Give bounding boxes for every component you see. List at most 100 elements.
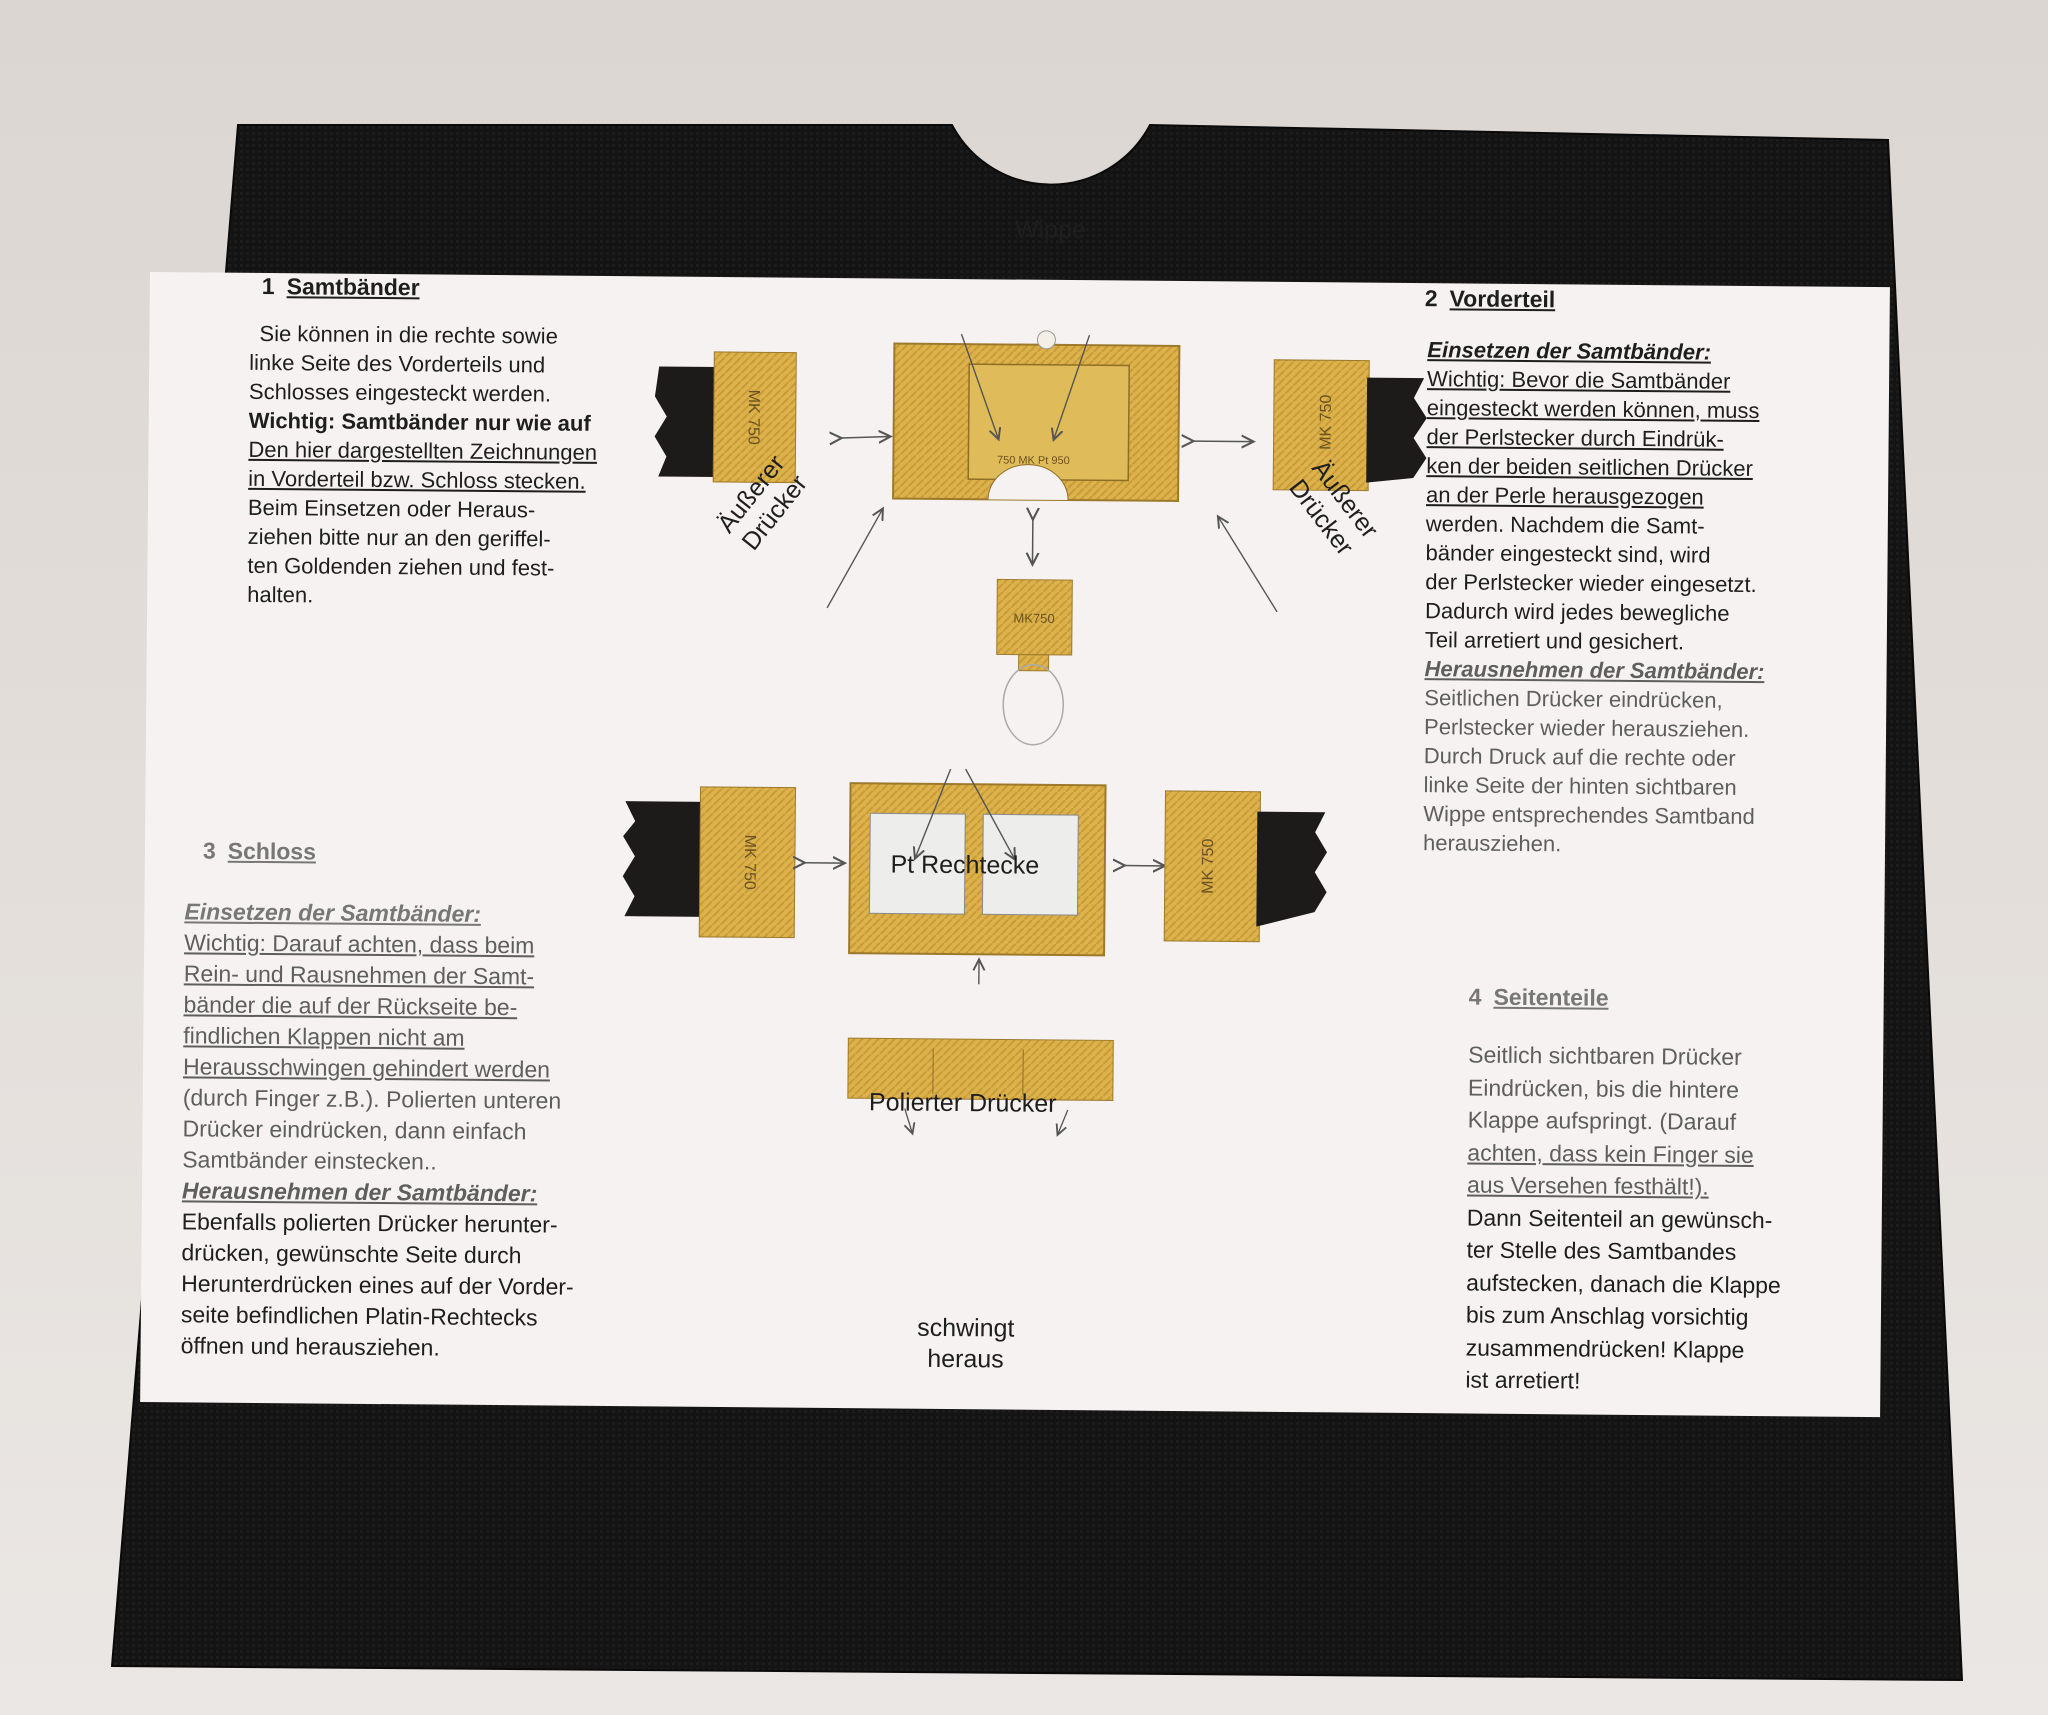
pearl-top xyxy=(1036,330,1056,350)
flap-arrow-right xyxy=(1058,1109,1069,1135)
section4-line: aufstecken, danach die Klappe xyxy=(1466,1269,1781,1298)
section4-title: Seitenteile xyxy=(1493,983,1609,1011)
label-wippe: Wippe xyxy=(1014,215,1086,245)
jewelry-diagrams: MK 750 750 MK Pt 950 MK 750 MK750 MK 750 xyxy=(622,330,1427,1417)
section2-text: Einsetzen der Samtbänder: Wichtig: Bevor… xyxy=(1423,335,1767,860)
velvet-band-left-bottom xyxy=(622,801,706,917)
section3-line: findlichen Klappen nicht am xyxy=(183,1022,465,1051)
section3-line: Wichtig: Darauf achten, dass beim xyxy=(184,929,535,959)
section2-line: Dadurch wird jedes bewegliche xyxy=(1424,598,1730,626)
section1-heading: 1 Samtbänder xyxy=(262,273,420,301)
section3-line: Herausschwingen gehindert werden xyxy=(182,1053,551,1083)
section4-heading: 4 Seitenteile xyxy=(1469,984,1609,1012)
section2-line: Seitlichen Drücker eindrücken, xyxy=(1424,685,1723,713)
section2-line: an der Perle herausgezogen xyxy=(1425,482,1704,510)
section1-line: in Vorderteil bzw. Schloss stecken. xyxy=(248,465,586,494)
section3-line: seite befindlichen Platin-Rechtecks xyxy=(180,1301,538,1331)
section1-number: 1 xyxy=(261,272,275,300)
section1-title: Samtbänder xyxy=(286,273,420,301)
mk-label-small: MK750 xyxy=(1013,611,1054,626)
outer-pusher-arrow-left xyxy=(826,508,883,609)
section4-line: Seitlich sichtbaren Drücker xyxy=(1468,1041,1742,1070)
small-gold-connector xyxy=(1018,654,1050,672)
section4-line: aus Versehen festhält!). xyxy=(1466,1171,1709,1200)
velvet-band-right-bottom xyxy=(1256,811,1327,927)
velvet-band-left-top xyxy=(654,366,718,477)
section2-line: herausziehen. xyxy=(1422,830,1562,857)
section1-line: ziehen bitte nur an den geriffel- xyxy=(247,523,551,552)
section3-line: Samtbänder einstecken.. xyxy=(182,1146,437,1175)
section3-line: (durch Finger z.B.). Polierten unteren xyxy=(182,1084,562,1114)
velvet-band-right-top xyxy=(1366,377,1427,483)
mk-label-left-top: MK 750 xyxy=(745,390,762,445)
section1-line: Sie können in die rechte sowie xyxy=(259,320,558,349)
section1-line: halten. xyxy=(247,581,314,608)
platinum-rect-left xyxy=(868,812,966,915)
section2-line: Teil arretiert und gesichert. xyxy=(1424,627,1685,655)
section4-line: ist arretiert! xyxy=(1465,1366,1581,1394)
section2-line: werden. Nachdem die Samt- xyxy=(1425,511,1705,539)
section3-line: bänder die auf der Rückseite be- xyxy=(183,991,518,1021)
section4-line: Dann Seitenteil an gewünsch- xyxy=(1466,1204,1773,1233)
section3-line: Rein- und Rausnehmen der Samt- xyxy=(183,960,535,990)
section2-line: Wichtig: Bevor die Samtbänder xyxy=(1427,366,1731,394)
section4-line: ter Stelle des Samtbandes xyxy=(1466,1236,1737,1265)
flap-arrow-left xyxy=(905,1108,913,1134)
mk-label-left-bottom: MK 750 xyxy=(741,835,758,890)
section2-line: Durch Druck auf die rechte oder xyxy=(1423,743,1736,771)
section3-line: öffnen und herausziehen. xyxy=(180,1332,440,1361)
section4-line: bis zum Anschlag vorsichtig xyxy=(1465,1301,1749,1330)
section2-heading: 2 Vorderteil xyxy=(1425,285,1556,313)
front-notch xyxy=(987,464,1069,501)
section2-line: linke Seite der hinten sichtbaren xyxy=(1423,772,1737,800)
section1-line: linke Seite des Vorderteils und xyxy=(249,349,546,378)
label-swings-out: schwingt heraus xyxy=(880,1312,1051,1375)
pearl-outline xyxy=(1002,663,1065,746)
section2-line: der Perlstecker durch Eindrük- xyxy=(1426,424,1724,452)
section3-line: Ebenfalls polierten Drücker herunter- xyxy=(181,1208,558,1238)
instruction-sheet: MK 750 750 MK Pt 950 MK 750 MK750 MK 750 xyxy=(140,216,1890,1418)
section4-line: Eindrücken, bis die hintere xyxy=(1467,1074,1740,1103)
section2-subtitle-remove: Herausnehmen der Samtbänder: xyxy=(1424,656,1765,685)
section1-line: Den hier dargestellten Zeichnungen xyxy=(248,436,598,465)
gold-end-left-top xyxy=(712,351,797,484)
section4-number: 4 xyxy=(1468,983,1482,1010)
section3-title: Schloss xyxy=(227,837,317,865)
section2-line: der Perlstecker wieder eingesetzt. xyxy=(1425,569,1757,598)
mk-label-right-top: MK 750 xyxy=(1317,395,1334,450)
label-pt-rectangles: Pt Rechtecke xyxy=(890,850,1040,880)
section4-line: Klappe aufspringt. (Darauf xyxy=(1467,1106,1737,1135)
section3-heading: 3 Schloss xyxy=(203,837,316,865)
section3-text: Einsetzen der Samtbänder: Wichtig: Darau… xyxy=(180,896,577,1364)
platinum-rect-right xyxy=(981,813,1079,916)
section3-line: Herunterdrücken eines auf der Vorder- xyxy=(181,1270,574,1300)
section1-line: Schlosses eingesteckt werden. xyxy=(248,378,552,407)
section2-line: ken der beiden seitlichen Drücker xyxy=(1426,453,1753,481)
section4-line: zusammendrücken! Klappe xyxy=(1465,1334,1745,1363)
section3-number: 3 xyxy=(202,837,216,864)
flap-piece xyxy=(847,1037,1114,1101)
section3-line: Drücker eindrücken, dann einfach xyxy=(182,1115,527,1145)
wippe-arrow-left xyxy=(960,333,1000,439)
section4-line: achten, dass kein Finger sie xyxy=(1467,1139,1754,1168)
double-arrow-right-top xyxy=(1194,441,1254,442)
mk-label-right-bottom: MK 750 xyxy=(1200,839,1217,894)
section2-line: eingesteckt werden können, muss xyxy=(1426,395,1760,424)
section2-line: Wippe entsprechendes Samtband xyxy=(1423,801,1755,830)
section2-number: 2 xyxy=(1424,285,1438,312)
label-polished-pusher: Polierter Drücker xyxy=(868,1088,1057,1118)
section3-subtitle-remove: Herausnehmen der Samtbänder: xyxy=(181,1177,538,1207)
outer-pusher-arrow-right xyxy=(1217,516,1278,613)
label-swings-out-1: schwingt xyxy=(917,1313,1015,1343)
section2-line: bänder eingesteckt sind, wird xyxy=(1425,540,1711,568)
section4-text: Seitlich sichtbaren Drücker Eindrücken, … xyxy=(1465,1039,1783,1399)
wippe-arrow-right xyxy=(1054,334,1091,440)
front-stamp-text: 750 MK Pt 950 xyxy=(997,454,1070,467)
section1-text: Sie können in die rechte sowie linke Sei… xyxy=(247,319,598,612)
section1-line: Beim Einsetzen oder Heraus- xyxy=(247,494,536,523)
pt-arrow-right xyxy=(965,768,1016,859)
section2-title: Vorderteil xyxy=(1449,285,1556,313)
pt-arrow-left xyxy=(915,768,952,859)
section2-line: Perlstecker wieder herausziehen. xyxy=(1423,714,1750,742)
section2-subtitle-insert: Einsetzen der Samtbänder: xyxy=(1427,337,1712,365)
